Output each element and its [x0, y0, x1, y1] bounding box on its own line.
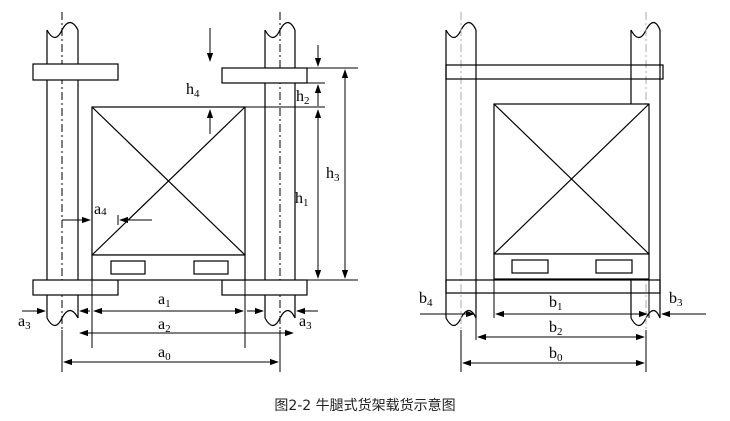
- right-labels: b4 b1 b3 b2 b0: [419, 290, 683, 364]
- upper-right-corbel: [221, 67, 308, 84]
- b-dimensions: [420, 279, 706, 372]
- lower-right-corbel: [221, 279, 308, 296]
- left-labels: h4 h2 h1 h3 a4 a1 a3 a3 a2 a0: [18, 81, 340, 363]
- label-a3-left: a3: [18, 313, 31, 332]
- side-left-column: [445, 12, 477, 372]
- label-a1: a1: [158, 291, 171, 310]
- right-cargo-box: [493, 103, 650, 255]
- label-a4: a4: [94, 201, 107, 218]
- label-h4: h4: [186, 81, 200, 100]
- label-b3: b3: [669, 290, 683, 309]
- left-front-view: [22, 12, 358, 372]
- upper-left-corbel: [32, 63, 119, 81]
- label-a2: a2: [158, 316, 171, 335]
- label-b2: b2: [549, 319, 563, 338]
- label-a3-right: a3: [299, 313, 312, 332]
- right-column: [264, 12, 296, 372]
- figure-caption: 图2-2 牛腿式货架载货示意图: [274, 397, 455, 414]
- label-b1: b1: [549, 294, 563, 313]
- label-h1: h1: [295, 190, 309, 209]
- lower-left-corbel: [32, 279, 119, 296]
- side-upper-beam: [445, 64, 664, 80]
- label-b0: b0: [549, 345, 563, 364]
- h-dimensions: [118, 28, 358, 281]
- right-side-view: [420, 12, 706, 372]
- left-pallet: [91, 254, 246, 281]
- label-h3: h3: [326, 165, 340, 184]
- label-b4: b4: [419, 290, 433, 309]
- left-cargo-box: [91, 106, 246, 256]
- label-a0: a0: [158, 344, 171, 363]
- right-pallet: [493, 253, 650, 280]
- side-lower-beam: [445, 279, 661, 294]
- a-dimensions: [22, 215, 318, 372]
- label-h2: h2: [296, 88, 310, 107]
